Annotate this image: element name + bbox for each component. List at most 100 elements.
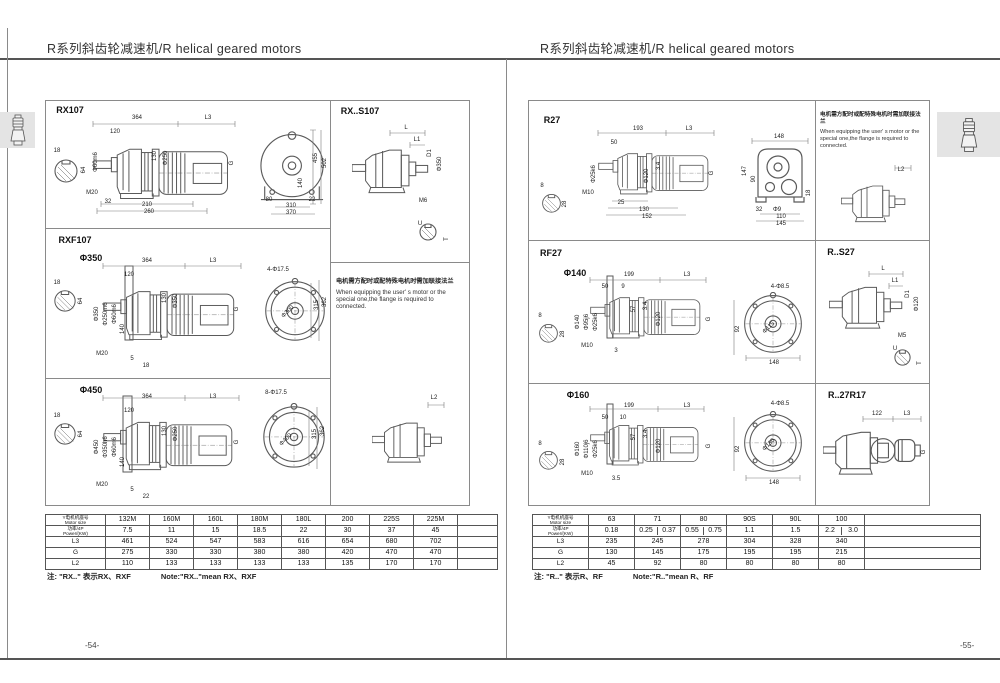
drawing-title: RF27: [539, 248, 563, 258]
dim-label: Φ60m6: [112, 437, 118, 457]
dim-label: Φ120: [656, 311, 662, 327]
drawing-title: Φ350: [79, 253, 103, 263]
dim-label: 148: [773, 134, 785, 140]
table-cell: 100: [818, 514, 865, 526]
dim-label: Φ350h6: [103, 436, 109, 458]
dim-label: 32: [104, 199, 112, 205]
dim-label: 260: [143, 209, 155, 215]
dim-label: 110: [776, 214, 786, 220]
frame-line: [469, 100, 470, 505]
table-cell: 80: [680, 558, 727, 570]
frame-line: [330, 262, 470, 263]
dim-label: Φ250m6: [103, 302, 109, 326]
dim-label: 18: [142, 363, 150, 369]
dim-label: L: [404, 125, 408, 131]
dim-label: 3.4: [643, 301, 649, 311]
table-cell: 80: [726, 558, 773, 570]
dim-label: 8: [540, 183, 544, 189]
dim-label: M10: [581, 471, 593, 477]
edge-tab-left: [0, 112, 35, 148]
table-cell: [864, 525, 981, 537]
dim-label: L3: [683, 403, 691, 409]
table-cell: 80: [772, 558, 819, 570]
table-cell: 215: [818, 547, 865, 559]
flange-note-right: 电机需方配时或配特殊电机时需加联接法兰 When equipping the u…: [820, 112, 925, 149]
dim-label: 120: [109, 129, 121, 135]
dim-label: G: [706, 443, 712, 449]
dim-label: 122: [871, 411, 883, 417]
footer-rule: [0, 658, 1000, 660]
table-cell: 195: [726, 547, 773, 559]
table-cell: [864, 536, 981, 548]
table-cell: 225S: [369, 514, 414, 526]
dim-label: 57: [631, 433, 637, 441]
table-cell: 90L: [772, 514, 819, 526]
dim-label: Φ9: [772, 207, 782, 213]
dim-label: 32: [755, 207, 763, 213]
dim-label: L3: [903, 411, 911, 417]
table-cell: 702: [413, 536, 458, 548]
row-header: L2: [532, 558, 589, 570]
dim-label: 92: [735, 325, 741, 333]
dim-label: Φ350: [437, 156, 443, 172]
frame-line: [528, 100, 529, 505]
table-cell: 133: [193, 558, 238, 570]
dim-label: Φ25k6: [591, 165, 597, 183]
table-cell: 583: [237, 536, 282, 548]
frame-line: [528, 100, 930, 101]
flange-note-en: When equipping the user' s motor or the …: [336, 288, 446, 310]
dim-label: Φ25k6: [593, 440, 599, 458]
header-rule: [0, 58, 1000, 60]
dim-label: 92: [735, 445, 741, 453]
table-cell: 654: [325, 536, 370, 548]
table-cell: 524: [149, 536, 194, 548]
dim-label: Φ60m6: [93, 152, 99, 172]
frame-line: [528, 383, 930, 384]
dim-label: 199: [623, 272, 635, 278]
section-flange-note-left: 电机需方配时或配特殊电机时需加联接法兰 When equipping the u…: [330, 262, 470, 505]
dim-label: M20: [96, 351, 108, 357]
table-cell: 180M: [237, 514, 282, 526]
flange-note-left-drawing: [372, 402, 445, 463]
dim-label: T: [917, 361, 923, 365]
dim-label: G: [709, 170, 715, 176]
table-note-right-en: Note:"R.."mean R、RF: [632, 572, 714, 581]
table-note-left-en: Note:"RX.."mean RX、RXF: [160, 572, 257, 581]
dim-label: 4-Φ8.5: [770, 401, 790, 407]
dim-label: Φ120: [914, 296, 920, 312]
table-cell: 225M: [413, 514, 458, 526]
table-cell: 380: [237, 547, 282, 559]
r27-drawing: [542, 130, 809, 222]
drawing-title: RX..S107: [340, 106, 380, 116]
dim-label: M10: [582, 190, 594, 196]
dim-label: 28: [560, 330, 566, 338]
dim-label: Φ160: [575, 441, 581, 457]
dim-label: 455: [313, 152, 319, 164]
dim-label: G: [229, 160, 235, 166]
dim-label: G: [921, 449, 927, 455]
dim-label: 18: [53, 280, 61, 286]
dim-label: U: [417, 221, 423, 227]
table-note-right-cn: 注: "R.." 表示R、RF: [534, 572, 603, 581]
table-cell: 330: [193, 547, 238, 559]
table-cell: 680: [369, 536, 414, 548]
table-cell: 245: [634, 536, 681, 548]
dim-label: L3: [683, 272, 691, 278]
dim-label: 362: [322, 296, 328, 308]
dim-label: Φ110j6: [584, 439, 590, 459]
frame-line: [528, 240, 930, 241]
dim-label: Φ95j6: [584, 313, 590, 331]
table-cell: 11: [149, 525, 194, 537]
table-cell: 235: [588, 536, 635, 548]
dim-label: 10: [619, 415, 627, 421]
dim-label: 310: [285, 203, 297, 209]
